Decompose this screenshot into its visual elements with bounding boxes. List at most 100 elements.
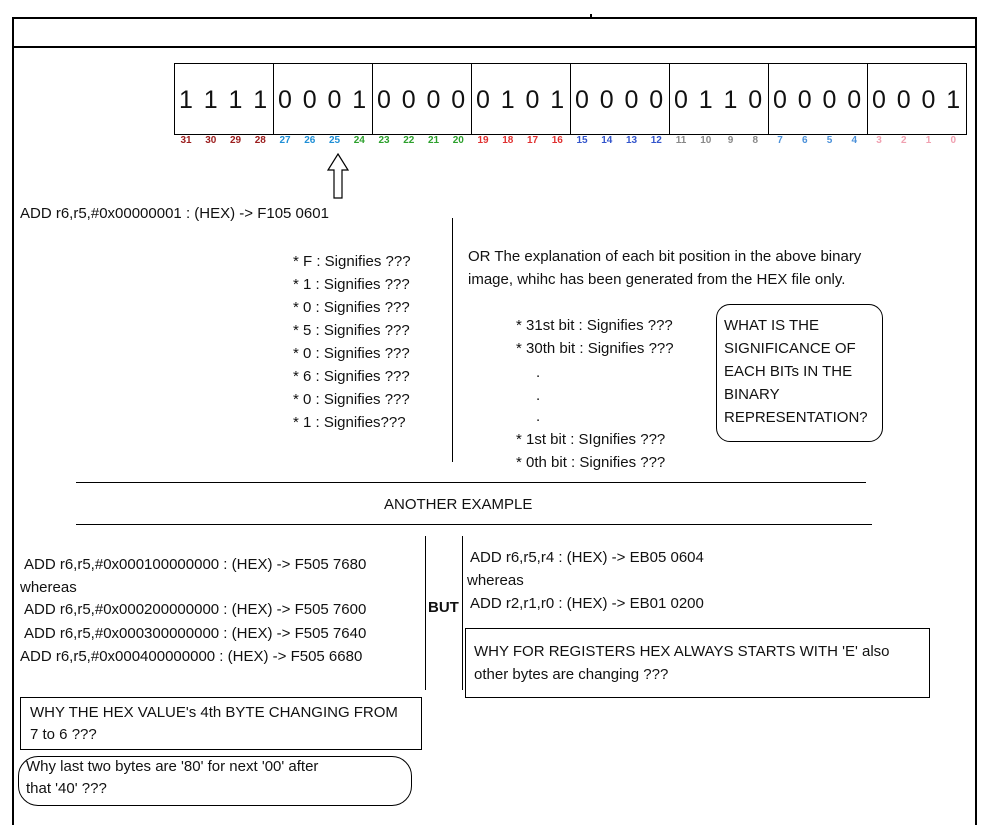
question-line: SIGNIFICANCE OF	[724, 340, 856, 357]
bit-value: 0	[401, 86, 416, 114]
registers-question-line-2: other bytes are changing ???	[474, 666, 669, 683]
bit-position-label: 4	[851, 135, 858, 146]
bit-value: 0	[476, 86, 490, 114]
last-bytes-question-box	[18, 756, 412, 806]
bit-position-label: 17	[526, 135, 539, 146]
left-instruction-1: ADD r6,r5,#0x000100000000 : (HEX) -> F50…	[24, 556, 367, 573]
bit-position-label: 1	[925, 135, 932, 146]
bit-value: 0	[748, 86, 763, 114]
bit-position-label: 15	[576, 135, 588, 146]
bit-value: 1	[253, 86, 268, 114]
section-divider-top	[76, 482, 866, 483]
explanation-line-1: OR The explanation of each bit position …	[468, 248, 862, 265]
hex-digit-item: * 0 : Signifies ???	[293, 391, 410, 408]
bit-31-item: * 31st bit : Signifies ???	[516, 317, 673, 334]
bit-value: 0	[797, 86, 812, 114]
left-instruction-4: ADD r6,r5,#0x000400000000 : (HEX) -> F50…	[20, 648, 363, 665]
registers-question-box	[465, 628, 930, 698]
bit-position-label: 19	[477, 135, 489, 146]
bit-position-label: 8	[752, 135, 759, 146]
bit-position-label: 11	[675, 135, 687, 146]
bit-position-label: 7	[777, 135, 783, 146]
example1-instruction: ADD r6,r5,#0x00000001 : (HEX) -> F105 06…	[20, 205, 329, 222]
hex-byte-question-box	[20, 697, 422, 750]
bit-position-label: 26	[304, 135, 316, 146]
right-instruction-1: ADD r6,r5,r4 : (HEX) -> EB05 0604	[470, 549, 704, 566]
bit-position-label: 5	[826, 135, 833, 146]
bit-value: 0	[426, 86, 441, 114]
hex-byte-question-line-1: WHY THE HEX VALUE's 4th BYTE CHANGING FR…	[30, 704, 398, 721]
bit-value: 0	[599, 86, 614, 114]
bit-value: 0	[525, 86, 540, 114]
bit-position-label: 25	[328, 135, 341, 146]
right-whereas: whereas	[467, 572, 524, 589]
question-line: REPRESENTATION?	[724, 409, 868, 426]
bit-value: 0	[847, 86, 862, 114]
bit-value: 1	[352, 86, 367, 114]
bit-position-label: 27	[279, 135, 291, 146]
hex-digit-item: * F : Signifies ???	[293, 253, 411, 270]
top-tick-mark	[590, 14, 592, 17]
hex-digit-item: * 6 : Signifies ???	[293, 368, 410, 385]
bit-value: 0	[451, 86, 466, 114]
bit-value: 0	[624, 86, 639, 114]
bit-position-label: 14	[601, 135, 613, 146]
bit-position-label: 3	[876, 135, 882, 146]
bit-position-label: 30	[205, 135, 217, 146]
bit-position-label: 2	[900, 135, 907, 146]
bit-value: 0	[575, 86, 589, 114]
up-arrow-icon	[326, 153, 350, 199]
bit-position-label: 23	[378, 135, 390, 146]
bit-position-label: 9	[727, 135, 734, 146]
bit-0-item: * 0th bit : Signifies ???	[516, 454, 666, 471]
bit-position-label: 10	[700, 135, 712, 146]
explanation-line-2: image, whihc has been generated from the…	[468, 271, 846, 288]
bit-value: 1	[500, 86, 515, 114]
bit-30-item: * 30th bit : Signifies ???	[516, 340, 674, 357]
question-line: WHAT IS THE	[724, 317, 820, 334]
title-bar-frame	[12, 17, 977, 48]
hex-byte-question-line-2: 7 to 6 ???	[30, 726, 97, 743]
bit-position-label: 12	[650, 135, 662, 146]
bit-value: 0	[872, 86, 886, 114]
bit-position-label: 13	[625, 135, 638, 146]
bit-position-label: 28	[254, 135, 266, 146]
bit-position-label: 16	[551, 135, 563, 146]
columns-divider-left	[425, 536, 426, 690]
bit-position-label: 18	[502, 135, 514, 146]
bit-value: 0	[773, 86, 787, 114]
hex-digit-item: * 1 : Signifies ???	[293, 276, 410, 293]
section-divider-bottom	[76, 524, 872, 525]
bit-value: 0	[822, 86, 837, 114]
bit-value: 0	[327, 86, 342, 114]
bit-value: 0	[278, 86, 292, 114]
bit-value: 1	[228, 86, 243, 114]
bit-value: 0	[377, 86, 391, 114]
bit-position-label: 22	[403, 135, 415, 146]
bit-value: 0	[674, 86, 688, 114]
bit-position-label: 29	[229, 135, 242, 146]
ellipsis-dot: .	[536, 408, 541, 425]
columns-divider-right	[462, 536, 463, 690]
bit-value: 0	[896, 86, 911, 114]
example1-divider	[452, 218, 453, 462]
bit-significance-question: WHAT IS THE SIGNIFICANCE OF EACH BITs IN…	[724, 314, 868, 429]
bit-value: 0	[302, 86, 317, 114]
frame-right-border	[975, 47, 977, 825]
left-instruction-2: ADD r6,r5,#0x000200000000 : (HEX) -> F50…	[24, 601, 367, 618]
bit-value: 0	[921, 86, 936, 114]
hex-digit-list: * F : Signifies ??? * 1 : Signifies ??? …	[293, 250, 411, 434]
last-bytes-question-line-2: that '40' ???	[26, 780, 107, 797]
bit-value: 1	[203, 86, 218, 114]
bit-significance-question-box	[716, 304, 883, 442]
but-label: BUT	[428, 599, 459, 616]
hex-digit-item: * 1 : Signifies???	[293, 414, 406, 431]
bit-value: 1	[179, 86, 193, 114]
hex-digit-item: * 5 : Signifies ???	[293, 322, 410, 339]
registers-question-line-1: WHY FOR REGISTERS HEX ALWAYS STARTS WITH…	[474, 643, 890, 660]
bit-position-label: 20	[452, 135, 464, 146]
question-line: EACH BITs IN THE	[724, 363, 853, 380]
hex-digit-item: * 0 : Signifies ???	[293, 299, 410, 316]
bit-value: 1	[698, 86, 713, 114]
bit-position-label: 0	[950, 135, 957, 146]
